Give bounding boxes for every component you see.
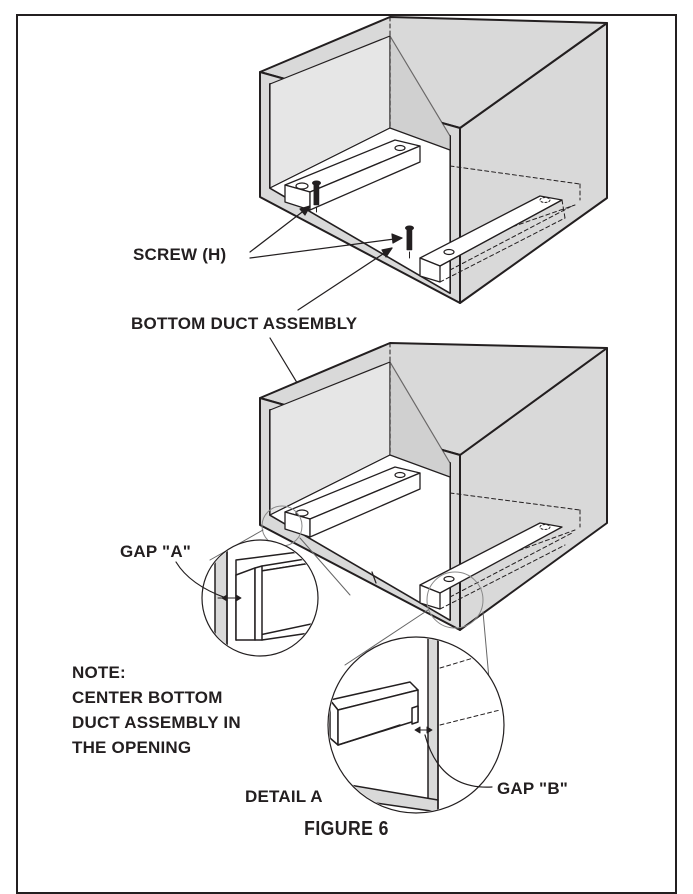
- note-line-2: DUCT ASSEMBLY IN: [72, 713, 241, 732]
- note-line-1: CENTER BOTTOM: [72, 688, 223, 707]
- screw-h-left: [312, 180, 321, 213]
- figure-caption: FIGURE 6: [304, 818, 389, 840]
- bottom-duct-assembly-label: BOTTOM DUCT ASSEMBLY: [131, 314, 358, 333]
- gap-b-source-circle: [426, 571, 484, 629]
- screw-h-label: SCREW (H): [133, 245, 227, 264]
- installation-diagram: [175, 16, 608, 814]
- top-cabinet: [259, 16, 608, 304]
- screw-h-right: [405, 225, 414, 259]
- bottom-cabinet: [259, 342, 608, 631]
- gap-b-label: GAP "B": [497, 779, 569, 798]
- detail-gap-b: [327, 609, 505, 814]
- detail-gap-a: [175, 529, 351, 657]
- gap-a-label: GAP "A": [120, 542, 192, 561]
- detail-a-label: DETAIL A: [245, 787, 323, 806]
- note-line-3: THE OPENING: [72, 738, 192, 757]
- note-title: NOTE:: [72, 663, 126, 682]
